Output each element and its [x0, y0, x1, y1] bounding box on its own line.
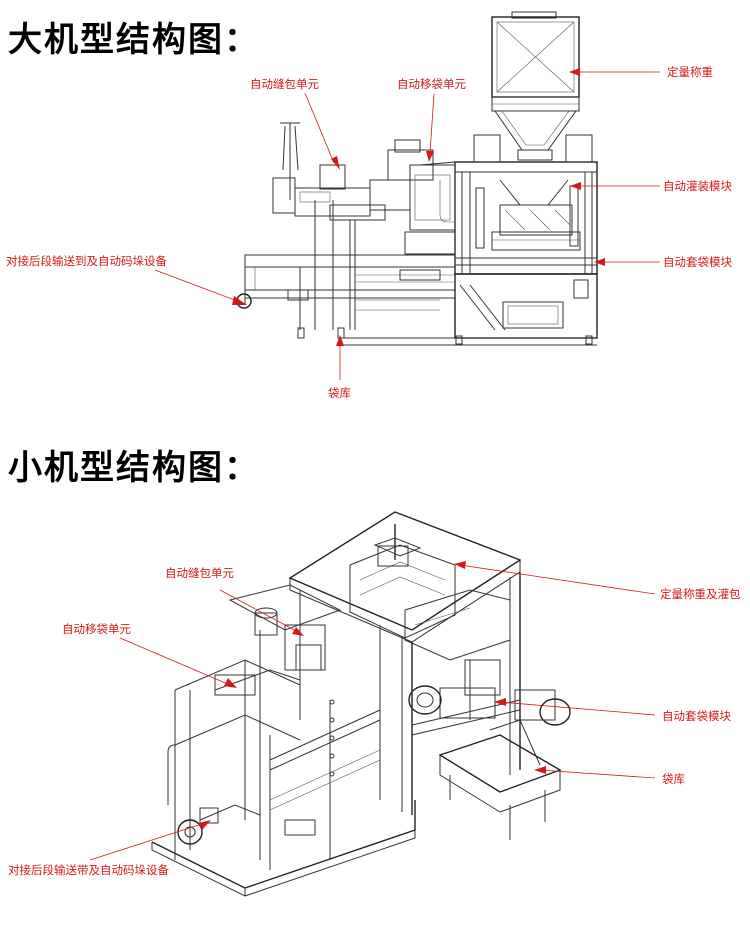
- small-label-bag-magazine: 袋库: [662, 772, 685, 786]
- large-machine-drawing: [236, 11, 598, 346]
- large-label-auto-sewing: 自动缝包单元: [250, 77, 319, 91]
- small-label-conveyor-link: 对接后段输送带及自动码垛设备: [8, 863, 169, 877]
- small-weighing-hopper: [349, 537, 511, 661]
- small-model-heading: 小机型结构图：: [8, 448, 260, 488]
- small-conveyor-section: [167, 584, 381, 870]
- large-callout-leaders: [154, 68, 660, 380]
- large-label-quant-weighing: 定量称重: [667, 65, 713, 79]
- large-label-conveyor-link: 对接后段输送到及自动码垛设备: [6, 254, 167, 268]
- small-bag-magazine: [438, 719, 562, 840]
- large-label-auto-bagging: 自动套袋模块: [663, 255, 732, 269]
- small-conveyor-roller: [177, 804, 316, 845]
- small-label-auto-bag-moving: 自动移袋单元: [62, 622, 131, 636]
- large-conveyor-sewing: [236, 122, 456, 339]
- large-label-bag-magazine: 袋库: [328, 386, 351, 400]
- small-label-weighing-filling: 定量称重及灌包: [660, 587, 741, 601]
- small-callout-leaders: [89, 561, 656, 861]
- large-weighing-hopper: [491, 11, 580, 161]
- small-machine-drawing: [151, 511, 571, 897]
- large-model-heading: 大机型结构图：: [8, 20, 260, 60]
- small-bagging-module: [408, 659, 571, 726]
- small-label-auto-bagging: 自动套袋模块: [662, 709, 731, 723]
- large-label-auto-filling: 自动灌装模块: [663, 179, 732, 193]
- large-label-auto-bag-moving: 自动移袋单元: [397, 77, 466, 91]
- large-filling-frame: [454, 134, 598, 275]
- small-label-auto-sewing: 自动缝包单元: [165, 566, 234, 580]
- large-lower-base: [340, 273, 598, 346]
